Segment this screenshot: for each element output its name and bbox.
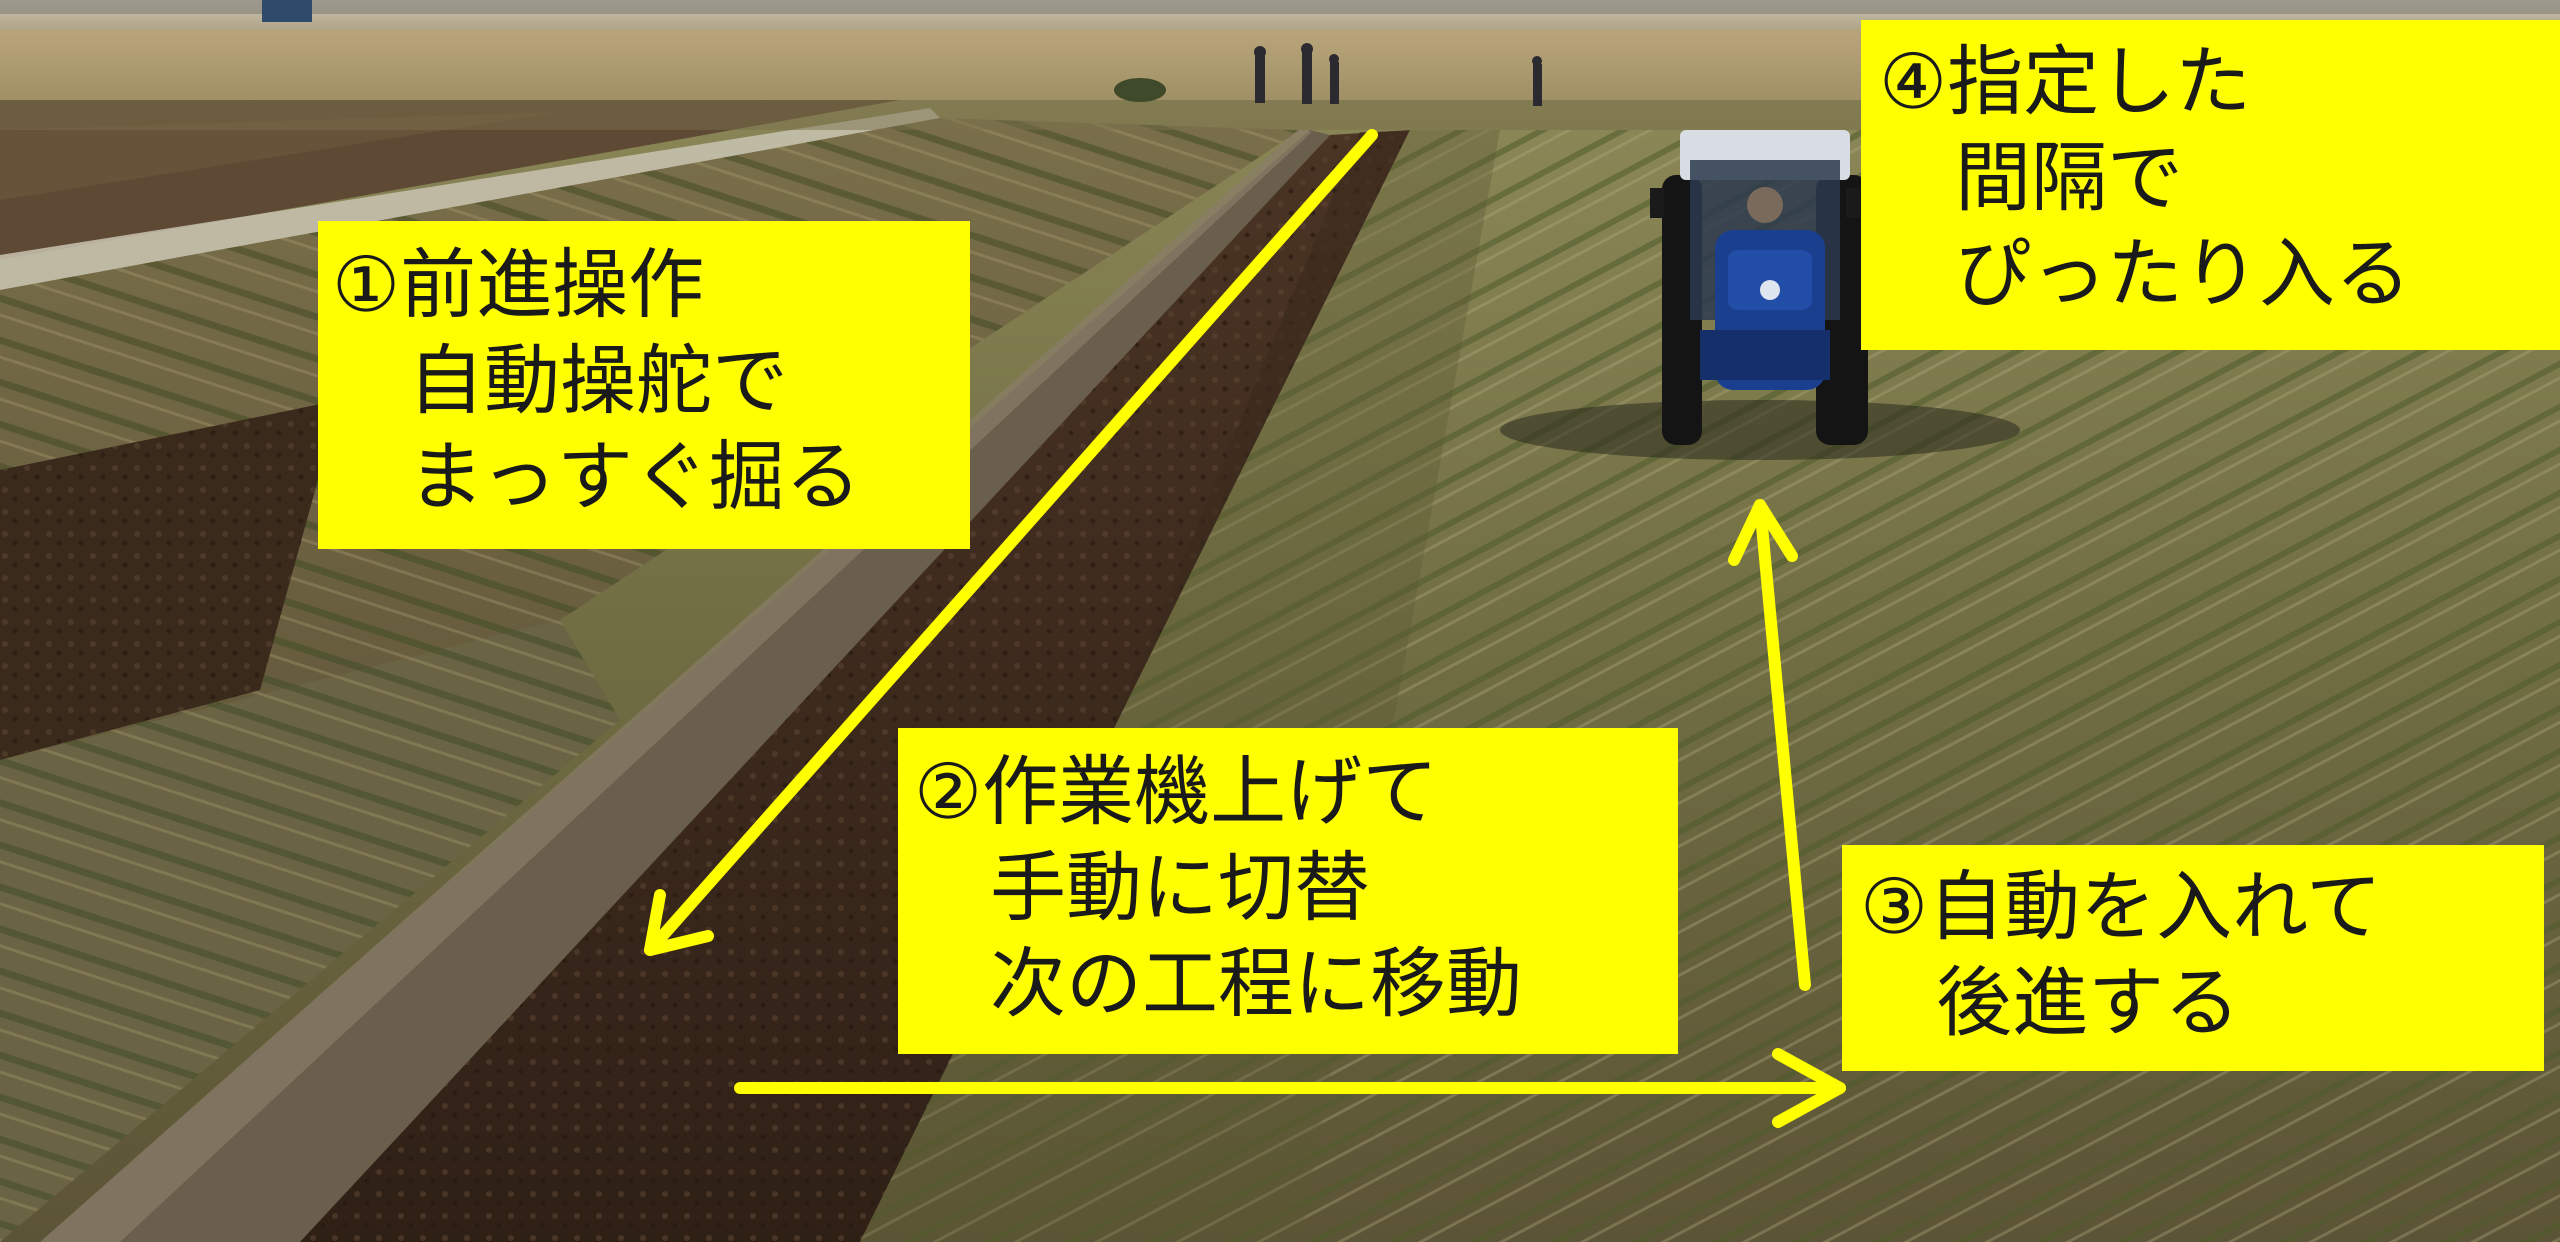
caption-step-4-line-3: ぴったり入る	[1955, 228, 2411, 318]
arrow-forward-to-start	[644, 129, 1378, 956]
caption-step-1: ①前進操作 自動操舵で まっすぐ掘る	[318, 221, 970, 549]
caption-step-3-line-1: ③自動を入れて	[1860, 862, 2382, 951]
arrow-reverse	[1754, 499, 1811, 991]
arrow-reverse-head	[1728, 499, 1798, 566]
caption-step-1-line-1: ①前進操作	[332, 240, 705, 329]
caption-step-2: ②作業機上げて 手動に切替 次の工程に移動	[898, 728, 1678, 1054]
caption-step-3: ③自動を入れて 後進する	[1842, 845, 2544, 1071]
tractor-icon	[1500, 130, 2020, 460]
person-icon	[1254, 43, 1542, 106]
caption-step-2-line-1: ②作業機上げて	[914, 747, 1439, 836]
caption-step-2-line-3: 次の工程に移動	[990, 938, 1522, 1028]
arrow-move-head	[1772, 1048, 1846, 1128]
caption-step-1-line-3: まっすぐ掘る	[408, 431, 861, 521]
caption-step-3-line-2: 後進する	[1936, 957, 2240, 1047]
caption-step-2-line-2: 手動に切替	[990, 842, 1370, 932]
caption-step-1-line-2: 自動操舵で	[408, 335, 788, 425]
caption-step-4: ④指定した 間隔で ぴったり入る	[1861, 20, 2560, 350]
arrow-forward-head	[644, 889, 714, 956]
caption-step-4-line-2: 間隔で	[1955, 132, 2183, 222]
caption-step-4-line-1: ④指定した	[1879, 37, 2252, 126]
workflow-arrows	[644, 129, 1846, 1128]
